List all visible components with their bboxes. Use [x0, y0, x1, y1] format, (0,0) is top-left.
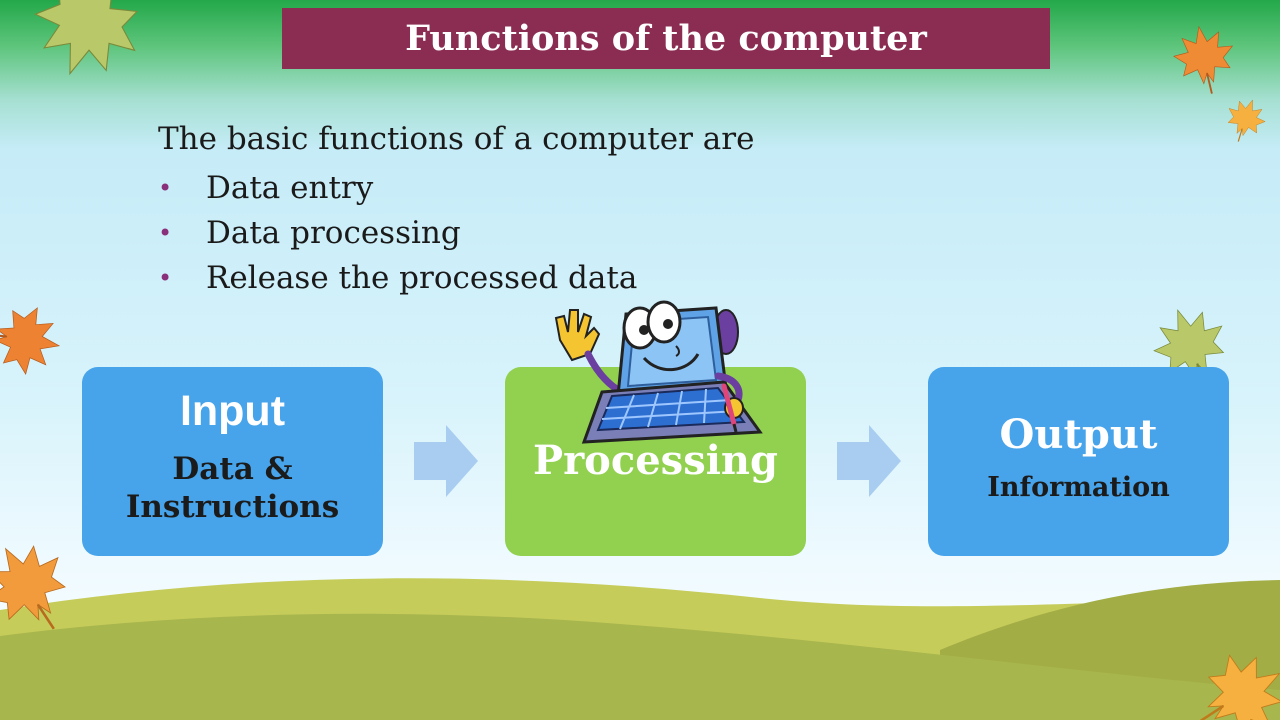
bullet-list: • Data entry • Data processing • Release… — [158, 166, 637, 301]
list-item: • Data entry — [158, 166, 637, 211]
bullet-icon: • — [158, 174, 173, 202]
bullet-text: Data entry — [206, 170, 374, 206]
list-item: • Release the processed data — [158, 256, 637, 301]
input-node-label: Input — [179, 387, 286, 435]
bullet-icon: • — [158, 264, 173, 292]
processing-node-label: Processing — [533, 437, 778, 484]
input-node: Input Data & Instructions — [82, 367, 383, 556]
output-node-label: Output — [999, 411, 1158, 458]
output-node-sublabel: Information — [987, 472, 1170, 503]
output-node: Output Information — [928, 367, 1229, 556]
intro-text: The basic functions of a computer are — [158, 121, 755, 157]
slide-title: Functions of the computer — [405, 18, 927, 59]
bullet-text: Data processing — [206, 215, 461, 251]
title-banner: Functions of the computer — [282, 8, 1050, 69]
maple-leaf-icon — [18, 0, 163, 94]
list-item: • Data processing — [158, 211, 637, 256]
bullet-text: Release the processed data — [206, 260, 638, 296]
front-hill — [0, 613, 1280, 720]
maple-leaf-icon — [1218, 92, 1272, 149]
arrow-right-icon — [414, 425, 478, 497]
bullet-icon: • — [158, 219, 173, 247]
maple-leaf-icon — [0, 298, 66, 380]
input-node-sublabel: Data & Instructions — [125, 451, 340, 525]
laptop-mascot — [554, 300, 763, 444]
arrow-right-icon — [837, 425, 901, 497]
maple-leaf-icon — [1168, 20, 1241, 100]
